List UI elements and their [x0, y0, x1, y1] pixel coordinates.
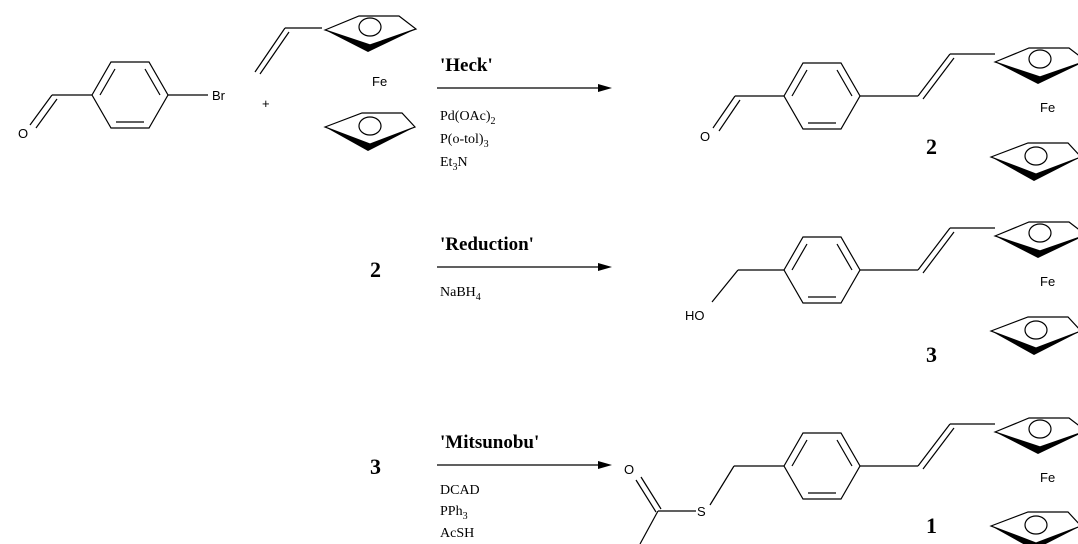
- product-1-thioacetate: O S Fe 1: [624, 417, 1078, 544]
- cyclopentadienyl-ring-top: [994, 221, 1078, 259]
- benzene-ring: [783, 432, 861, 500]
- oxygen-label: O: [18, 126, 28, 141]
- benzene-ring: [91, 61, 169, 129]
- product-2-aldehyde: O Fe 2: [700, 47, 1078, 182]
- oxygen-label: O: [624, 462, 634, 477]
- cyclopentadienyl-ring-top: [994, 417, 1078, 455]
- iron-label: Fe: [372, 74, 387, 89]
- mitsunobu-step: 3 'Mitsunobu' DCAD PPh3 AcSH: [370, 432, 612, 541]
- reagent-line: DCAD: [440, 483, 480, 498]
- reagent-line: PPh3: [440, 504, 468, 522]
- compound-number: 1: [926, 513, 937, 538]
- compound-number: 2: [370, 257, 381, 282]
- step-title: 'Reduction': [440, 234, 534, 255]
- iron-label: Fe: [1040, 274, 1055, 289]
- reagent-line: P(o-tol)3: [440, 132, 489, 150]
- vinylferrocene: Fe: [254, 15, 417, 152]
- product-3-alcohol: HO Fe 3: [685, 221, 1078, 367]
- iron-label: Fe: [1040, 470, 1055, 485]
- cyclopentadienyl-ring-bottom: [324, 112, 416, 152]
- reagent-line: Pd(OAc)2: [440, 109, 496, 127]
- heck-step: 'Heck' Pd(OAc)2 P(o-tol)3 Et3N: [437, 55, 612, 173]
- compound-number: 3: [370, 454, 381, 479]
- bromobenzaldehyde: O Br: [18, 61, 226, 141]
- reagent-line: Et3N: [440, 155, 468, 173]
- cyclopentadienyl-ring-bottom: [990, 316, 1078, 356]
- cyclopentadienyl-ring-top: [994, 47, 1078, 85]
- compound-number: 2: [926, 134, 937, 159]
- benzene-ring: [783, 62, 861, 130]
- compound-number: 3: [926, 342, 937, 367]
- reduction-step: 2 'Reduction' NaBH4: [370, 234, 612, 303]
- oxygen-label: O: [700, 129, 710, 144]
- step-title: 'Heck': [440, 55, 493, 76]
- cyclopentadienyl-ring-bottom: [990, 511, 1078, 544]
- reagent-line: AcSH: [440, 526, 474, 541]
- hydroxyl-label: HO: [685, 308, 705, 323]
- plus-sign: +: [262, 96, 270, 111]
- sulfur-label: S: [697, 504, 706, 519]
- reagent-line: NaBH4: [440, 285, 481, 303]
- benzene-ring: [783, 236, 861, 304]
- step-title: 'Mitsunobu': [440, 432, 539, 453]
- cyclopentadienyl-ring-top: [324, 15, 417, 53]
- bromine-label: Br: [212, 88, 226, 103]
- iron-label: Fe: [1040, 100, 1055, 115]
- cyclopentadienyl-ring-bottom: [990, 142, 1078, 182]
